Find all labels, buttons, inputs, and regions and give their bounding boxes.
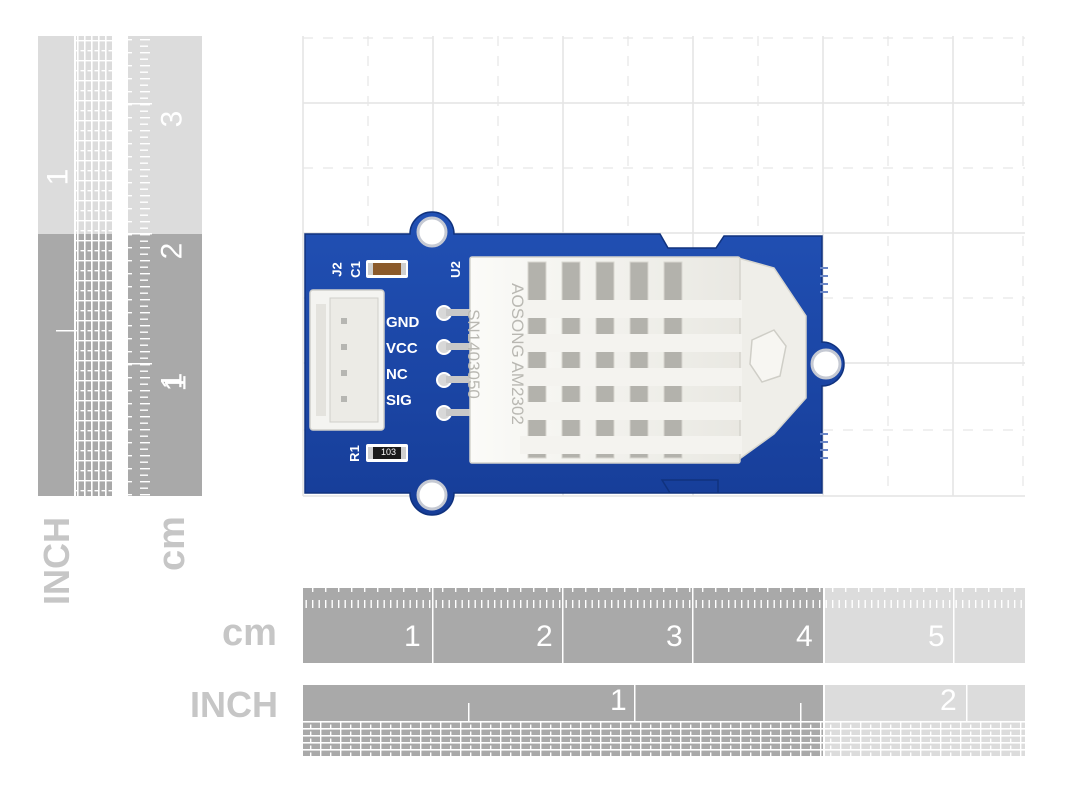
vertical-inch-ruler bbox=[38, 36, 112, 496]
sensor-brand-text: AOSONG AM2302 bbox=[507, 283, 527, 425]
mount-hole-top bbox=[416, 216, 448, 248]
horizontal-cm-ruler bbox=[303, 588, 1025, 663]
cm-unit-label: cm bbox=[222, 612, 277, 654]
pin-label-sig: SIG bbox=[386, 392, 412, 409]
am2302-sensor bbox=[469, 256, 807, 464]
silk-c1: C1 bbox=[347, 261, 363, 278]
inch-tick-1: 1 bbox=[610, 684, 627, 717]
pin-label-gnd: GND bbox=[386, 314, 420, 331]
silk-j2: J2 bbox=[329, 262, 345, 277]
vertical-inch-unit-label: INCH bbox=[36, 517, 77, 605]
mount-hole-bottom bbox=[416, 479, 448, 511]
vertical-cm-ruler bbox=[128, 36, 202, 496]
grove-connector bbox=[309, 289, 385, 431]
v-inch-tick-upper: 1 bbox=[41, 168, 75, 186]
v-cm-tick-3: 3 bbox=[155, 110, 189, 128]
r1-value-marking: 103 bbox=[381, 447, 397, 457]
v-inch-tick-lower: 1 bbox=[159, 374, 193, 392]
v-cm-tick-2: 2 bbox=[155, 242, 189, 260]
inch-tick-2: 2 bbox=[940, 684, 957, 717]
pin-label-nc: NC bbox=[386, 366, 408, 383]
grove-sensor-board bbox=[304, 211, 845, 516]
vertical-cm-unit-label: cm bbox=[150, 516, 193, 571]
cm-tick-5: 5 bbox=[928, 620, 945, 653]
pin-label-vcc: VCC bbox=[386, 340, 418, 357]
resistor-r1 bbox=[366, 444, 408, 462]
cm-tick-4: 4 bbox=[796, 620, 813, 653]
silk-u2: U2 bbox=[447, 261, 463, 278]
cm-tick-2: 2 bbox=[536, 620, 553, 653]
cm-tick-3: 3 bbox=[666, 620, 683, 653]
silk-r1: R1 bbox=[346, 445, 362, 462]
sensor-serial-text: SN1403050 bbox=[463, 309, 483, 399]
mount-hole-right bbox=[810, 348, 842, 380]
sensor-pins bbox=[436, 305, 474, 421]
horizontal-inch-ruler bbox=[303, 685, 1025, 757]
inch-unit-label: INCH bbox=[190, 684, 278, 725]
capacitor-c1 bbox=[366, 260, 408, 278]
cm-tick-1: 1 bbox=[404, 620, 421, 653]
